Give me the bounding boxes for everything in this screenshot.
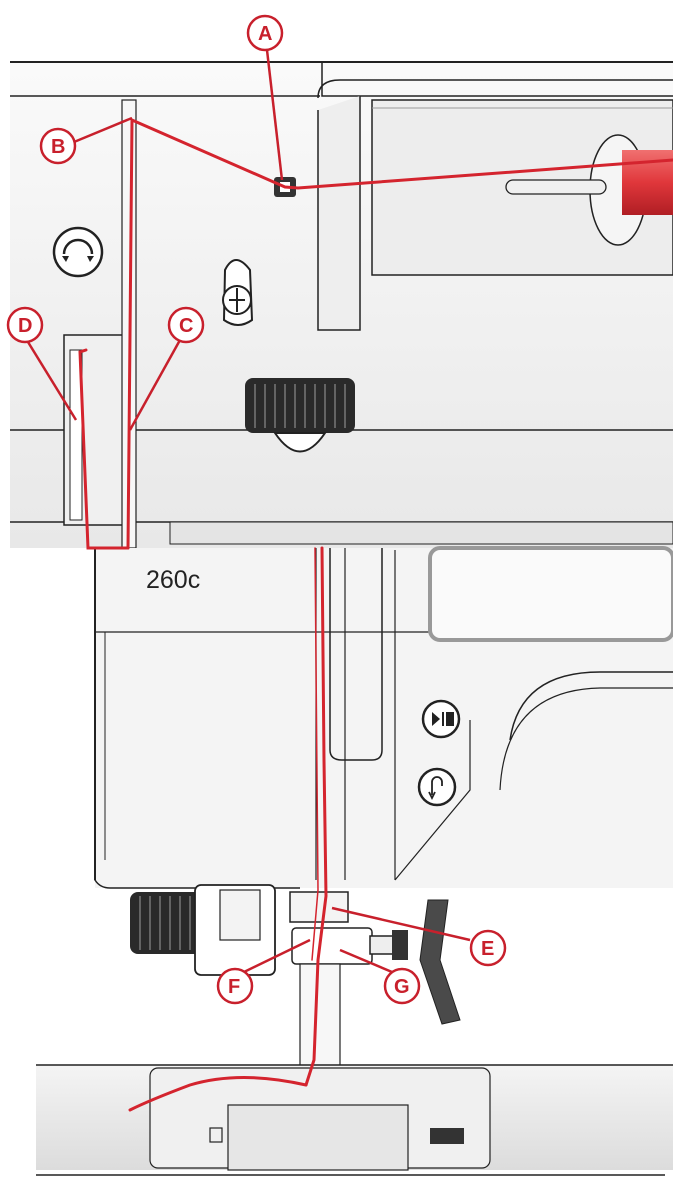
sewing-bed: [36, 1064, 673, 1176]
callout-f: F: [216, 938, 311, 1005]
callout-label-g: G: [394, 976, 410, 998]
callout-label-d: D: [18, 315, 32, 337]
presser-foot-lever[interactable]: [419, 899, 461, 1025]
callout-c: C: [128, 306, 205, 431]
presser-foot-knob[interactable]: [130, 884, 276, 976]
reverse-button[interactable]: [417, 767, 457, 807]
play-stop-icon: [432, 712, 440, 726]
callout-g: G: [339, 948, 421, 1005]
callout-b: B: [39, 116, 133, 165]
model-label: 260c: [146, 566, 200, 594]
callout-label-b: B: [51, 136, 65, 158]
reverse-arrow-icon: [431, 776, 443, 795]
callout-label-e: E: [481, 938, 494, 960]
tension-knob[interactable]: [222, 259, 254, 326]
callout-label-a: A: [258, 23, 272, 45]
start-stop-button[interactable]: [421, 699, 461, 739]
machine-lower-body: [94, 546, 673, 889]
thread-path: [78, 117, 673, 1112]
callout-e: E: [331, 906, 507, 967]
callout-label-f: F: [228, 976, 240, 998]
stitch-dial[interactable]: [245, 378, 355, 453]
handwheel-button[interactable]: [52, 226, 104, 278]
rotate-arrows-icon: [62, 238, 94, 255]
callout-a: A: [246, 14, 284, 181]
callout-d: D: [6, 306, 78, 421]
callout-label-c: C: [179, 315, 193, 337]
